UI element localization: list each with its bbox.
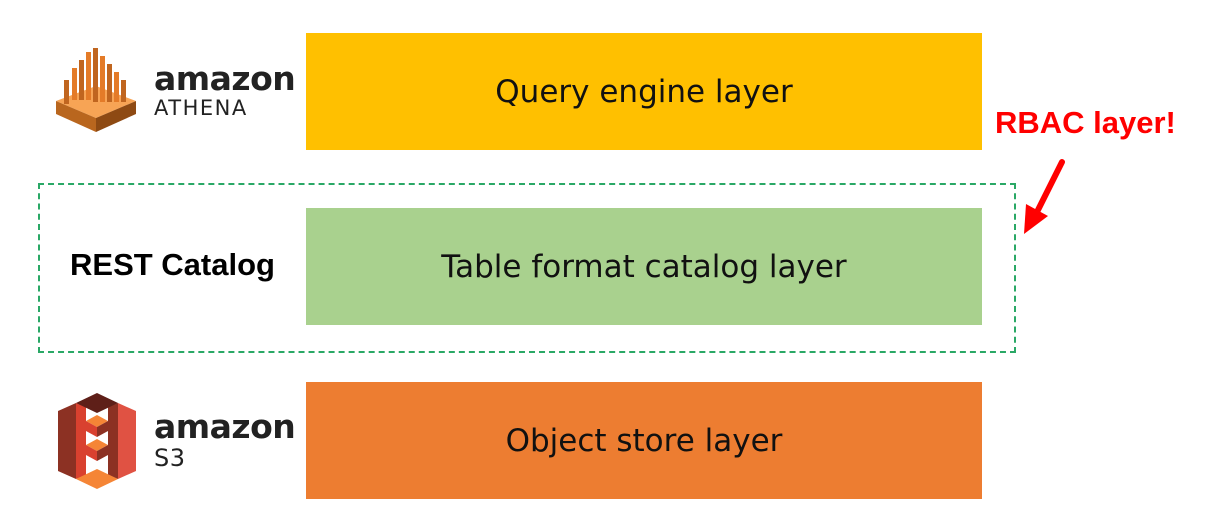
amazon-s3-icon	[58, 393, 136, 489]
s3-wordmark: amazon S3	[154, 407, 296, 472]
rest-catalog-label: REST Catalog	[70, 247, 275, 282]
rbac-arrow-icon	[1024, 159, 1065, 234]
query-engine-layer-label: Query engine layer	[495, 73, 793, 110]
amazon-athena-icon	[56, 48, 136, 132]
table-format-catalog-layer: Table format catalog layer	[306, 208, 982, 325]
rest-catalog-frame	[38, 183, 1016, 353]
athena-wordmark: amazon ATHENA	[154, 59, 296, 120]
rbac-arrow-shaft	[1033, 159, 1065, 217]
athena-brand-name: amazon	[154, 59, 296, 98]
s3-product-name: S3	[154, 444, 186, 472]
object-store-layer: Object store layer	[306, 382, 982, 499]
query-engine-layer: Query engine layer	[306, 33, 982, 150]
table-format-catalog-layer-label: Table format catalog layer	[441, 248, 847, 285]
rbac-arrow-head	[1024, 204, 1048, 234]
amazon-athena-logo	[54, 46, 138, 139]
rbac-annotation-label: RBAC layer!	[995, 105, 1176, 140]
athena-product-name: ATHENA	[154, 96, 248, 120]
object-store-layer-label: Object store layer	[505, 422, 783, 459]
amazon-s3-logo	[56, 393, 138, 494]
s3-brand-name: amazon	[154, 407, 296, 446]
